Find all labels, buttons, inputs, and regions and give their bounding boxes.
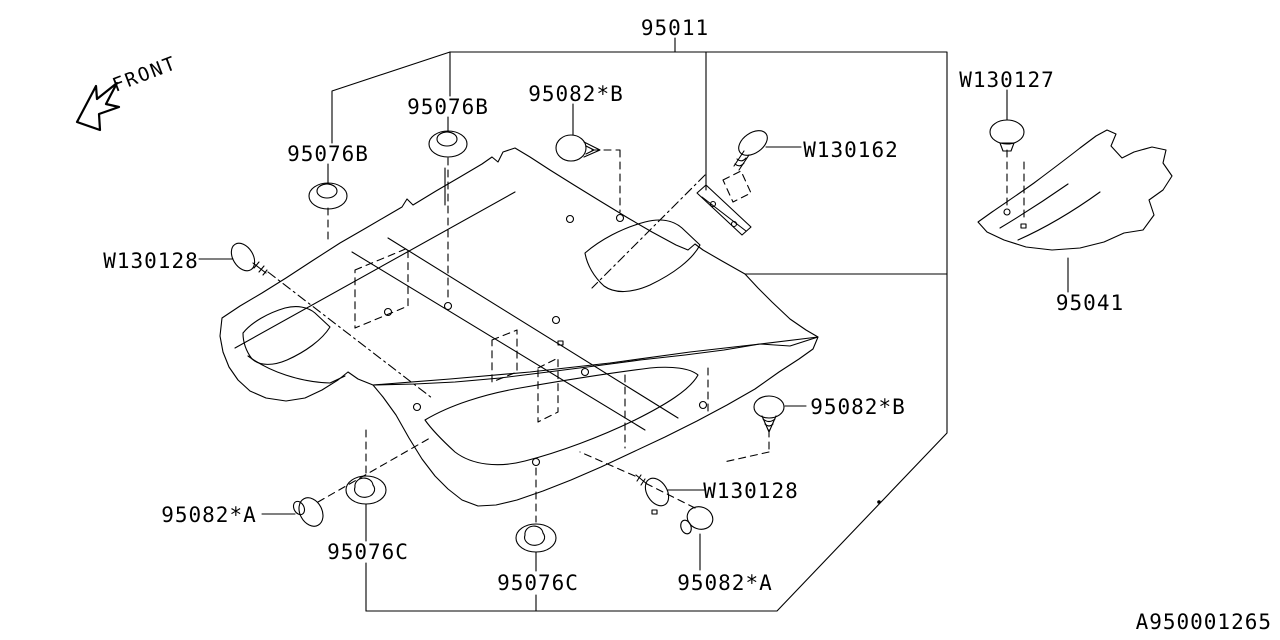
label-95011[interactable]: 95011 [641, 16, 709, 40]
clip-w130162-icon [733, 130, 768, 171]
axis-w130128-right [579, 451, 636, 477]
grommet-95076c-left-icon [345, 475, 387, 505]
side-mat-fold-2 [1017, 191, 1101, 241]
grommet-95076b-right-icon [428, 130, 468, 158]
push-plug-95082b-top-icon [555, 134, 601, 162]
front-arrow-icon [75, 81, 121, 132]
axis-95082a-left [317, 437, 431, 503]
diagram-code: A950001265 [1136, 610, 1272, 634]
push-plug-95082a-right-icon [680, 506, 714, 535]
group-outline-box [331, 37, 948, 612]
locator-rect-4 [722, 170, 752, 203]
locator-rect-2 [537, 357, 559, 423]
front-label: FRONT [110, 52, 181, 97]
right-footwell-outline [584, 219, 701, 293]
side-mat-fold-1 [999, 183, 1069, 229]
attachment-points [383, 213, 708, 515]
label-w130128-left[interactable]: W130128 [103, 249, 199, 273]
locator-rect-1 [491, 329, 518, 383]
outline-left-corner [331, 51, 451, 144]
label-95076c-left[interactable]: 95076C [327, 540, 409, 564]
left-footwell-outline [242, 306, 331, 365]
axis-w130128-left [267, 271, 433, 399]
label-95082a-left[interactable]: 95082*A [161, 503, 257, 527]
screw-clip-w130128-right-icon [635, 474, 670, 507]
callout-leaders [198, 51, 1069, 612]
label-95076b-left[interactable]: 95076B [287, 142, 369, 166]
screw-clip-w130128-left-icon [230, 242, 268, 276]
push-plug-95082a-left-icon [292, 497, 324, 527]
footwell-inner-line [247, 355, 346, 384]
push-plug-95082b-right-icon [753, 395, 785, 433]
tunnel-line-1 [351, 251, 646, 431]
side-mat-art [977, 129, 1173, 251]
locator-rect-3 [354, 247, 409, 329]
axis-95082b-right [723, 429, 770, 463]
diagonal-tick-dot [877, 500, 881, 504]
label-95082a-right[interactable]: 95082*A [677, 571, 773, 595]
main-carpet-art [219, 147, 819, 515]
label-w130128-right[interactable]: W130128 [703, 479, 799, 503]
label-95041[interactable]: 95041 [1056, 291, 1124, 315]
tunnel-line-3 [234, 191, 516, 349]
axis-95082a-right [644, 482, 696, 509]
sill-plate [696, 184, 752, 236]
label-95082b-right[interactable]: 95082*B [810, 395, 906, 419]
outline-main-edges [365, 51, 948, 612]
drop-95082b-top [591, 149, 621, 213]
lower-carpet-outline [372, 336, 819, 507]
label-95076b-right[interactable]: 95076B [407, 95, 489, 119]
label-w130127[interactable]: W130127 [959, 68, 1055, 92]
clip-w130127-icon [989, 119, 1025, 152]
part-labels: 95011 W130127 95076B 95082*B W130162 950… [103, 16, 1124, 595]
label-95082b-top[interactable]: 95082*B [528, 82, 624, 106]
grommet-95076b-left-icon [308, 182, 348, 210]
label-w130162[interactable]: W130162 [803, 138, 899, 162]
grommet-95076c-right-icon [515, 523, 557, 553]
lower-carpet-inner [424, 366, 699, 466]
tunnel-line-2 [387, 237, 679, 419]
upper-carpet-outline [219, 147, 819, 402]
side-mat-outline [977, 129, 1173, 251]
axis-w130162 [591, 174, 706, 289]
label-95076c-right[interactable]: 95076C [497, 571, 579, 595]
